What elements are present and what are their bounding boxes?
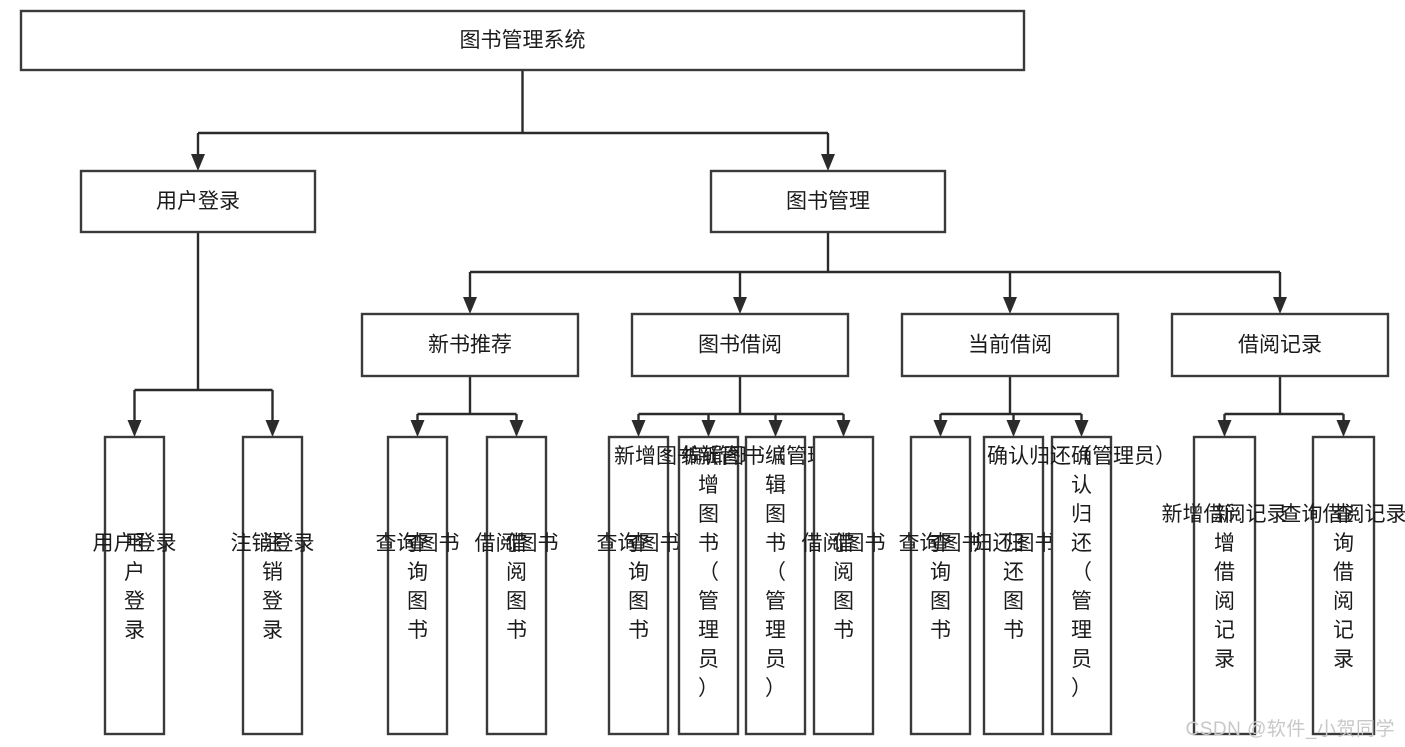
node-book-borrow[interactable]: 图书借阅 (630, 312, 850, 378)
arrow-head-icon (509, 420, 524, 437)
arrow-head-icon (836, 420, 851, 437)
arrow-head-icon (1003, 297, 1017, 314)
leaf-query-book-1[interactable]: 查询图书查询图书 (376, 435, 460, 736)
leaf-query-record-box (1311, 435, 1376, 736)
node-user-login-box (79, 169, 317, 234)
connector-layer (127, 70, 1351, 437)
arrow-head-icon (127, 420, 142, 437)
leaf-logout[interactable]: 注销登录注销登录 (231, 435, 315, 736)
leaf-query-book-3-box (909, 435, 972, 736)
node-borrow-record-box (1170, 312, 1390, 378)
leaf-logout-box (241, 435, 304, 736)
node-new-book-recommend[interactable]: 新书推荐 (360, 312, 580, 378)
leaf-borrow-book-2-box (812, 435, 875, 736)
node-new-book-recommend-label: 新书推荐 (428, 334, 512, 357)
node-borrow-record[interactable]: 借阅记录 (1170, 312, 1390, 378)
arrow-head-icon (1006, 420, 1021, 437)
leaf-edit-book-box (744, 435, 807, 736)
arrow-head-icon (733, 297, 747, 314)
node-new-book-recommend-box (360, 312, 580, 378)
node-user-login[interactable]: 用户登录 (79, 169, 317, 234)
node-current-borrow[interactable]: 当前借阅 (900, 312, 1120, 378)
leaf-borrow-book-1[interactable]: 借阅图书借阅图书 (475, 435, 559, 736)
leaf-user-login[interactable]: 用户登录用户登录 (93, 435, 177, 736)
node-current-borrow-label: 当前借阅 (968, 334, 1052, 357)
leaf-query-book-1-box (386, 435, 449, 736)
node-root-system-box (19, 9, 1026, 72)
leaf-return-book-box (982, 435, 1045, 736)
arrow-head-icon (191, 154, 205, 171)
arrow-head-icon (410, 420, 425, 437)
leaf-query-book-3[interactable]: 查询图书查询图书 (899, 435, 983, 736)
arrow-head-icon (1273, 297, 1287, 314)
leaf-add-record-box (1192, 435, 1257, 736)
arrow-head-icon (768, 420, 783, 437)
arrow-head-icon (1074, 420, 1089, 437)
leaf-user-login-box (103, 435, 166, 736)
node-book-borrow-label: 图书借阅 (698, 334, 782, 357)
leaf-add-record[interactable]: 新增借阅记录新增借阅记录 (1162, 435, 1288, 736)
node-root-system[interactable]: 图书管理系统 (19, 9, 1026, 72)
arrow-head-icon (1217, 420, 1232, 437)
leaf-return-book[interactable]: 归还图书归还图书 (972, 435, 1056, 736)
node-user-login-label: 用户登录 (156, 190, 240, 213)
arrow-head-icon (463, 297, 477, 314)
leaf-query-book-2[interactable]: 查询图书查询图书 (597, 435, 681, 736)
node-book-borrow-box (630, 312, 850, 378)
arrow-head-icon (821, 154, 835, 171)
leaf-query-record[interactable]: 查询借阅记录查询借阅记录 (1281, 435, 1405, 736)
arrow-head-icon (631, 420, 646, 437)
arrow-head-icon (933, 420, 948, 437)
node-book-management-label: 图书管理 (786, 190, 870, 213)
leaf-borrow-book-1-box (485, 435, 548, 736)
arrow-head-icon (701, 420, 716, 437)
leaf-borrow-book-2[interactable]: 借阅图书借阅图书 (802, 435, 886, 736)
node-current-borrow-box (900, 312, 1120, 378)
node-root-system-label: 图书管理系统 (460, 29, 586, 52)
leaf-add-book-box (677, 435, 740, 736)
node-book-management-box (709, 169, 947, 234)
leaf-query-book-2-box (607, 435, 670, 736)
node-book-management[interactable]: 图书管理 (709, 169, 947, 234)
node-borrow-record-label: 借阅记录 (1238, 334, 1322, 357)
leaf-confirm-return-box (1050, 435, 1113, 736)
arrow-head-icon (1336, 420, 1351, 437)
arrow-head-icon (265, 420, 280, 437)
